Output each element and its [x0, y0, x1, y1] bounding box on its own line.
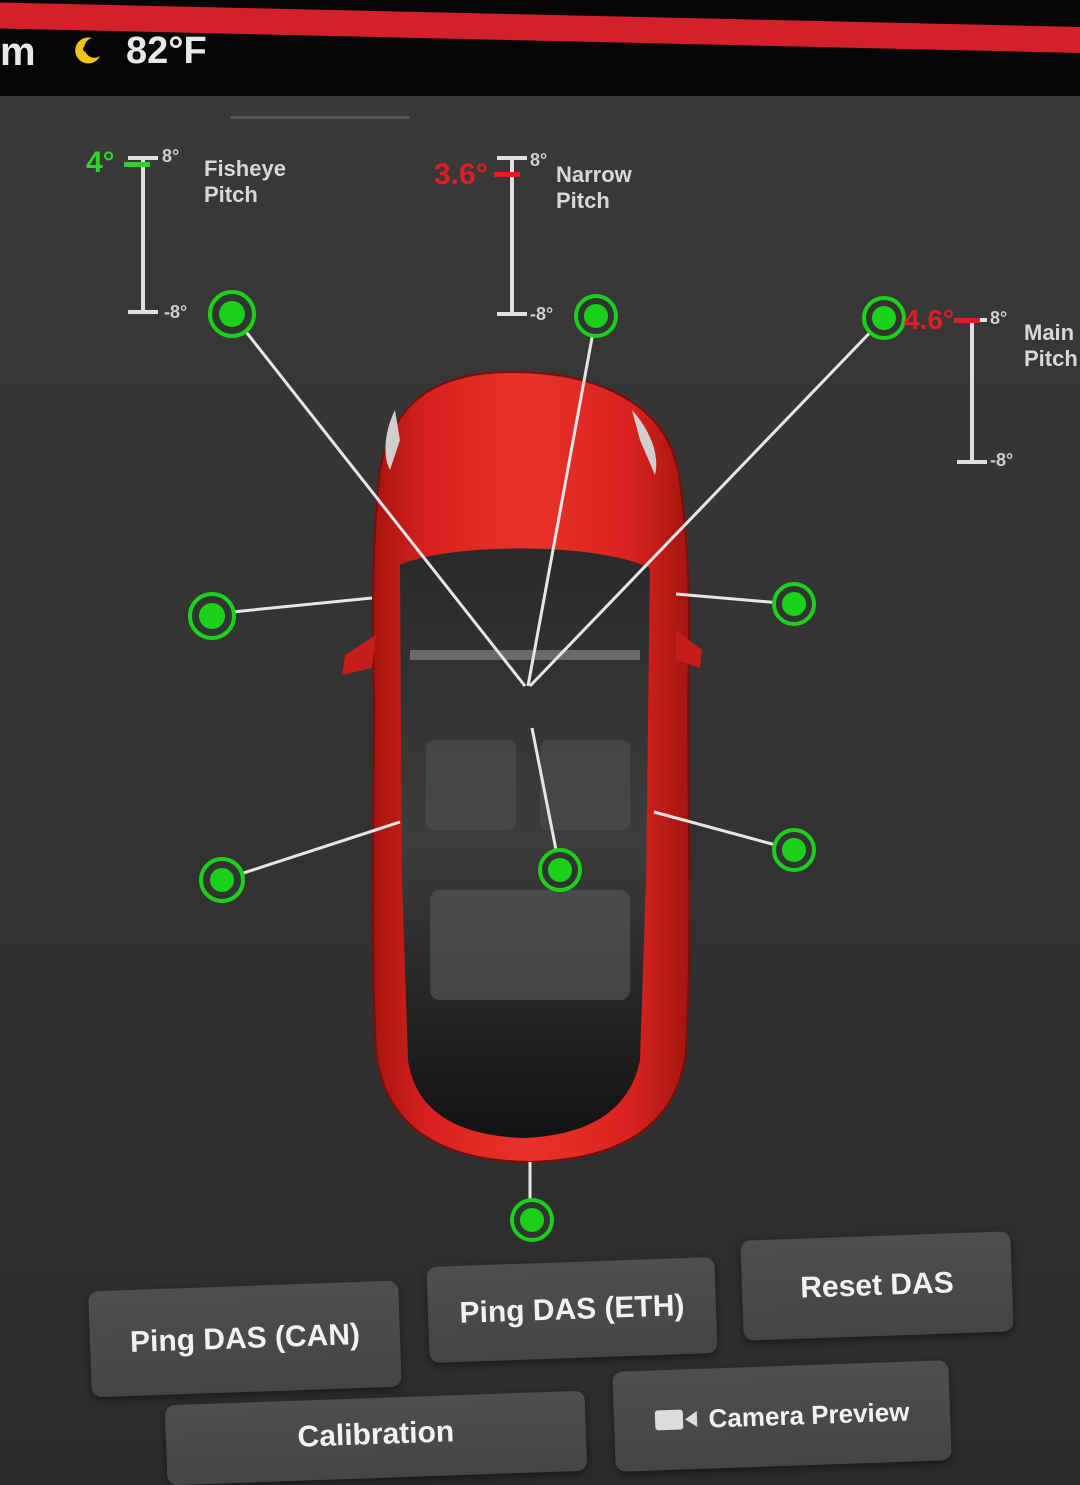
camera-connector-lines [211, 313, 886, 1220]
narrow-pitch-gauge-bar [494, 156, 527, 316]
narrow-pitch-label-line2: Pitch [556, 188, 610, 213]
narrow-pitch-value: 3.6° [434, 158, 488, 191]
moon-cloud-icon [75, 37, 100, 64]
fisheye-pitch-min: -8° [164, 302, 188, 322]
main-pitch-label-line2: Pitch [1024, 346, 1078, 371]
fisheye-pitch-gauge-bar [124, 156, 158, 314]
narrow-pitch-min: -8° [530, 304, 554, 324]
main-camera-node[interactable] [862, 296, 906, 340]
narrow-pitch-max: 8° [530, 150, 548, 170]
camera-preview-label: Camera Preview [708, 1396, 910, 1434]
rear-camera-node[interactable] [510, 1198, 554, 1242]
tab-indicator [230, 116, 410, 119]
reset-das-button[interactable]: Reset DAS [740, 1231, 1014, 1341]
camera-preview-button[interactable]: Camera Preview [612, 1360, 952, 1472]
clock-fragment: m [0, 30, 36, 74]
main-pitch-gauge-bar [954, 318, 987, 464]
fisheye-pitch-value: 4° [86, 146, 115, 179]
fisheye-pitch-label: Fisheye Pitch [204, 156, 286, 208]
narrow-pitch-label: Narrow Pitch [556, 162, 632, 214]
narrow-pitch-label-line1: Narrow [556, 162, 632, 187]
ping-das-eth-button[interactable]: Ping DAS (ETH) [426, 1257, 718, 1363]
vehicle-camera-diagram [124, 156, 987, 1242]
main-pitch-max: 8° [990, 308, 1008, 328]
status-bar: m 82°F [0, 0, 1080, 96]
fisheye-pitch-label-line2: Pitch [204, 182, 258, 207]
temperature-readout: 82°F [126, 30, 207, 72]
fisheye-pitch-label-line1: Fisheye [204, 156, 286, 181]
main-pitch-min: -8° [990, 450, 1014, 470]
car-top-view [342, 370, 702, 1164]
ping-das-can-button[interactable]: Ping DAS (CAN) [88, 1280, 402, 1398]
narrow-camera-node[interactable] [574, 294, 618, 338]
fisheye-camera-node[interactable] [208, 290, 256, 338]
left-repeater-camera-node[interactable] [199, 857, 245, 903]
right-pillar-camera-node[interactable] [772, 582, 816, 626]
calibration-button[interactable]: Calibration [164, 1390, 588, 1485]
main-pitch-label: Main Pitch [1024, 320, 1078, 372]
left-pillar-camera-node[interactable] [188, 592, 236, 640]
main-pitch-label-line1: Main [1024, 320, 1075, 345]
fisheye-pitch-max: 8° [162, 146, 180, 166]
right-repeater-camera-node[interactable] [772, 828, 816, 872]
camera-nodes [188, 290, 906, 1242]
main-pitch-value: 4.6° [904, 304, 955, 335]
video-camera-icon [654, 1409, 683, 1431]
cabin-camera-node[interactable] [538, 848, 582, 892]
